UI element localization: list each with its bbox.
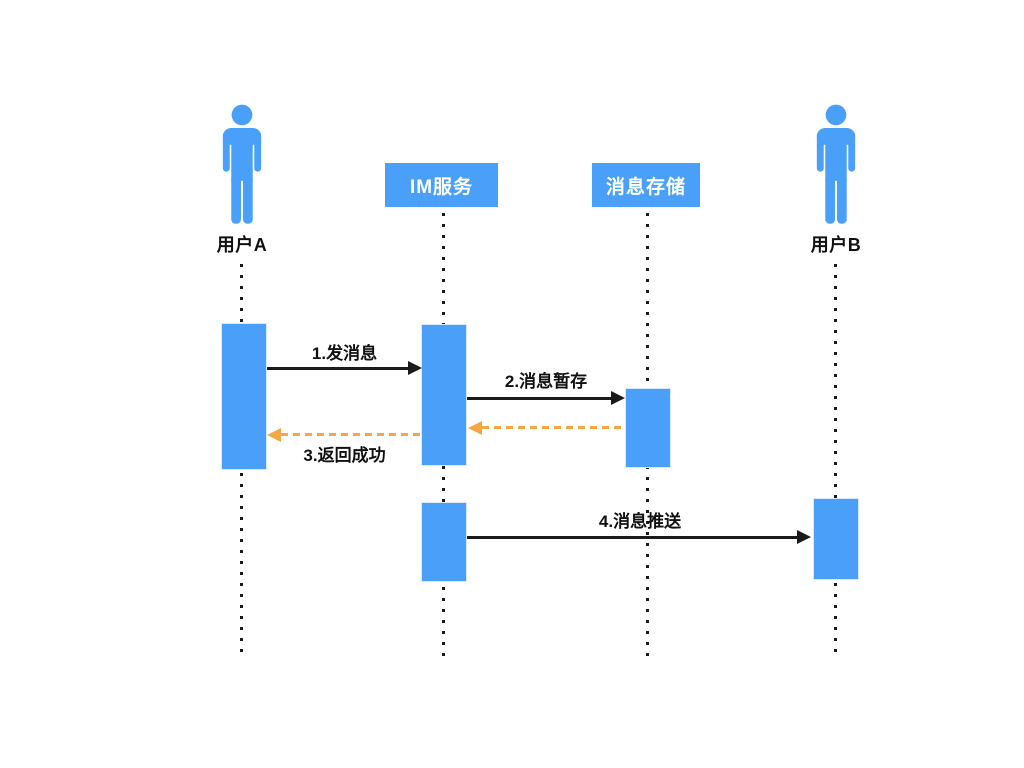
return-arrow-store-arrowhead-icon <box>468 421 482 435</box>
activation-bar-im-2 <box>421 502 467 582</box>
actor-label-user-b: 用户B <box>810 235 862 255</box>
message-label-2: 2.消息暂存 <box>504 372 588 391</box>
lifeline-user-b <box>834 264 837 660</box>
activation-bar-user-a <box>221 323 267 470</box>
service-box-message-store: 消息存储 <box>592 163 700 207</box>
service-box-im: IM服务 <box>385 163 498 207</box>
activation-bar-user-b <box>813 498 859 580</box>
message-arrow-4-arrowhead-icon <box>797 530 811 544</box>
actor-label-user-a: 用户A <box>216 235 268 255</box>
message-label-1: 1.发消息 <box>311 344 378 363</box>
message-arrow-3-line <box>281 433 421 436</box>
message-arrow-1-line <box>267 367 410 370</box>
message-label-3: 3.返回成功 <box>303 446 386 465</box>
message-arrow-3-arrowhead-icon <box>267 428 281 442</box>
message-arrow-1-arrowhead-icon <box>408 361 422 375</box>
activation-bar-im-1 <box>421 324 467 466</box>
person-icon-user-b <box>813 104 859 224</box>
message-arrow-2-line <box>467 397 613 400</box>
message-label-4: 4.消息推送 <box>598 512 682 531</box>
message-arrow-4-line <box>467 536 799 539</box>
return-arrow-store-line <box>482 426 625 429</box>
activation-bar-message-store <box>625 388 671 468</box>
person-icon-user-a <box>219 104 265 224</box>
message-arrow-2-arrowhead-icon <box>611 391 625 405</box>
